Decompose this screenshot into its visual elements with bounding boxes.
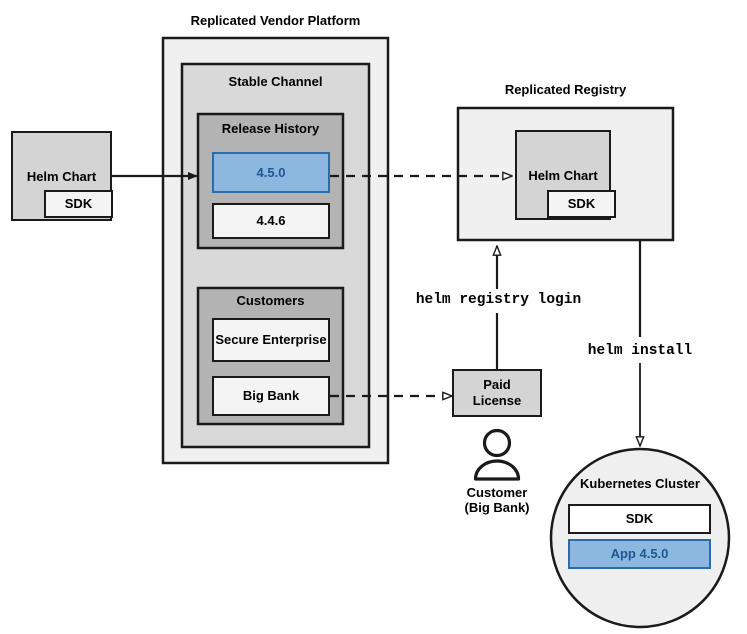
cluster-item-sdk[interactable]: SDK	[568, 504, 711, 534]
person-icon	[473, 428, 521, 481]
kubernetes-cluster-circle	[549, 447, 731, 629]
source-helm-chart-sdk-box[interactable]: SDK	[44, 190, 113, 218]
paid-license-box[interactable]: Paid License	[452, 369, 542, 417]
customer-item-secure-enterprise[interactable]: Secure Enterprise	[212, 318, 330, 362]
cluster-item-app[interactable]: App 4.5.0	[568, 539, 711, 569]
customer-item-big-bank[interactable]: Big Bank	[212, 376, 330, 416]
release-item-4-5-0[interactable]: 4.5.0	[212, 152, 330, 193]
release-item-4-4-6[interactable]: 4.4.6	[212, 203, 330, 239]
registry-helm-chart-sdk-box[interactable]: SDK	[547, 190, 616, 218]
